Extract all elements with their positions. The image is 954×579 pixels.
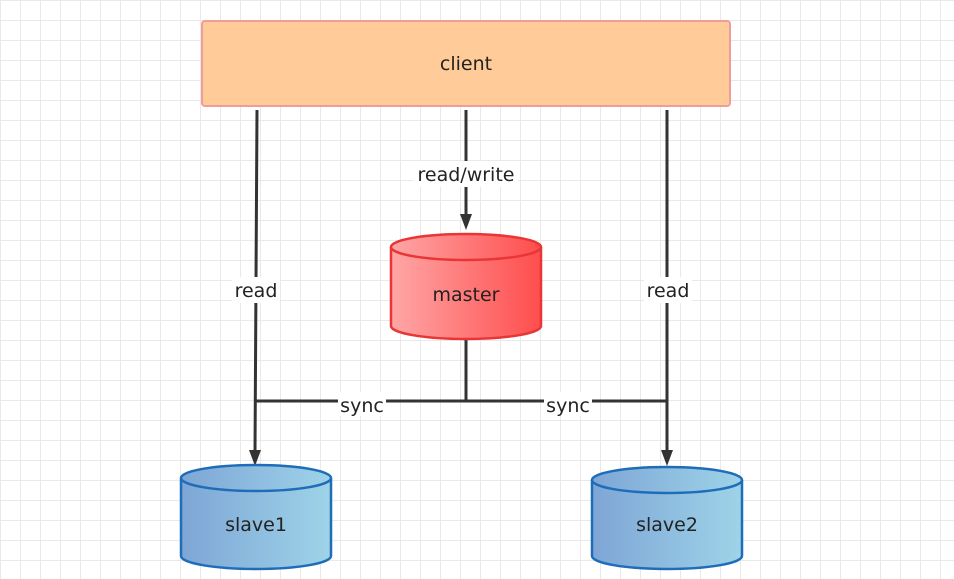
svg-text:read: read	[235, 280, 278, 302]
edge-label-read-left: read	[232, 277, 280, 303]
slave1-label: slave1	[225, 514, 287, 536]
arrowhead-slave1	[249, 450, 261, 466]
slave2-node: slave2	[590, 465, 744, 571]
master-node: master	[389, 232, 543, 341]
edge-label-read-right: read	[644, 277, 692, 303]
svg-text:read: read	[647, 280, 690, 302]
svg-text:sync: sync	[546, 395, 590, 417]
client-node: client	[201, 20, 731, 107]
svg-text:read/write: read/write	[418, 164, 515, 186]
edge-label-sync-left: sync	[338, 392, 386, 417]
slave1-node: slave1	[179, 463, 333, 571]
svg-text:sync: sync	[340, 395, 384, 417]
client-label: client	[440, 53, 492, 75]
slave2-label: slave2	[636, 514, 698, 536]
master-label: master	[432, 284, 499, 306]
arrowhead-slave2	[661, 450, 673, 466]
edge-label-read-write: read/write	[414, 161, 518, 187]
edge-label-sync-right: sync	[544, 392, 592, 417]
arrowhead-master	[460, 214, 472, 230]
